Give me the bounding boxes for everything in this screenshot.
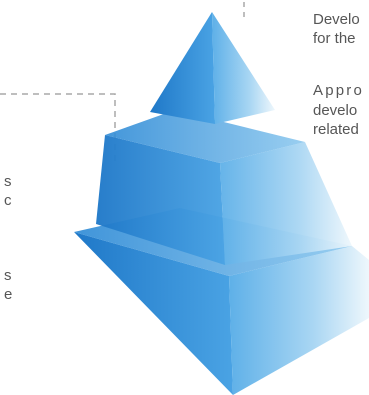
left-text-fragment-2: c [4, 192, 12, 209]
pyramid-tier-middle [96, 110, 352, 265]
left-text-fragment-1: s [4, 173, 12, 190]
top-tier-text-line-1: Develo [313, 11, 360, 28]
middle-tier-text-line-1: Appro [313, 82, 365, 99]
middle-tier-text-line-3: related [313, 121, 359, 138]
middle-tier-text-line-2: develo [313, 102, 358, 119]
left-text-fragment-4: e [4, 286, 13, 303]
left-text-fragment-3: s [4, 267, 12, 284]
top-tier-text-line-2: for the [313, 30, 356, 47]
connector-left [0, 93, 116, 165]
pyramid-tier-top [150, 12, 275, 124]
